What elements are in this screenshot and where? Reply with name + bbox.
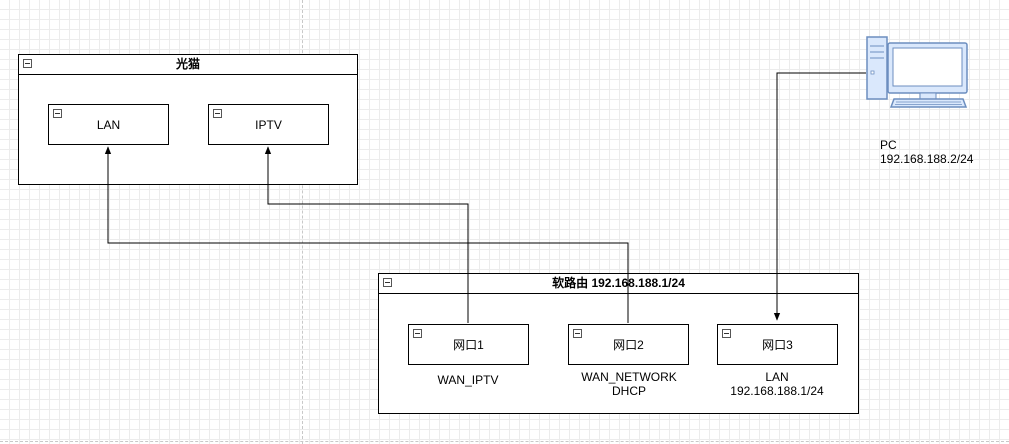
modem-port-iptv[interactable]: IPTV (208, 104, 329, 145)
collapse-icon[interactable] (23, 59, 32, 68)
edge-port1-to-iptv (264, 146, 469, 323)
caption-line: 192.168.188.1/24 (730, 384, 824, 398)
router-port-3[interactable]: 网口3 (717, 324, 838, 365)
modem-port-lan[interactable]: LAN (48, 104, 169, 145)
desktop-computer-icon[interactable] (866, 36, 968, 110)
edge-port2-to-lan (104, 146, 629, 323)
caption-line: 192.168.188.2/24 (880, 152, 974, 166)
caption-line: WAN_NETWORK (581, 370, 677, 384)
modem-header: 光猫 (19, 55, 357, 75)
router-header: 软路由 192.168.188.1/24 (379, 274, 858, 294)
caption-line: DHCP (611, 384, 646, 398)
port-label: LAN (96, 117, 121, 132)
router-port-2-caption: WAN_NETWORK DHCP (569, 370, 689, 398)
router-title: 软路由 192.168.188.1/24 (552, 276, 685, 290)
collapse-icon[interactable] (383, 278, 392, 287)
collapse-icon[interactable] (413, 329, 422, 338)
collapse-icon[interactable] (213, 109, 222, 118)
page-break-horizontal (0, 441, 1009, 442)
router-port-3-caption: LAN 192.168.188.1/24 (717, 370, 837, 398)
modem-title: 光猫 (175, 57, 200, 71)
router-port-2[interactable]: 网口2 (568, 324, 689, 365)
caption-line: LAN (765, 370, 789, 384)
caption-line: WAN_IPTV (437, 373, 499, 387)
router-port-1-caption: WAN_IPTV (418, 373, 518, 387)
port-label: 网口1 (453, 338, 484, 352)
collapse-icon[interactable] (573, 329, 582, 338)
modem-container[interactable]: 光猫 LAN IPTV (18, 54, 358, 185)
caption-line: PC (880, 138, 897, 152)
port-label: 网口3 (762, 338, 793, 352)
router-container[interactable]: 软路由 192.168.188.1/24 网口1 网口2 网口3 (378, 273, 859, 414)
port-label: IPTV (255, 117, 282, 132)
pc-caption: PC 192.168.188.2/24 (880, 138, 973, 166)
port-label: 网口2 (613, 338, 644, 352)
router-port-1[interactable]: 网口1 (408, 324, 529, 365)
page-break-vertical (302, 0, 303, 444)
collapse-icon[interactable] (722, 329, 731, 338)
collapse-icon[interactable] (53, 109, 62, 118)
edge-pc-to-port3 (773, 72, 866, 321)
